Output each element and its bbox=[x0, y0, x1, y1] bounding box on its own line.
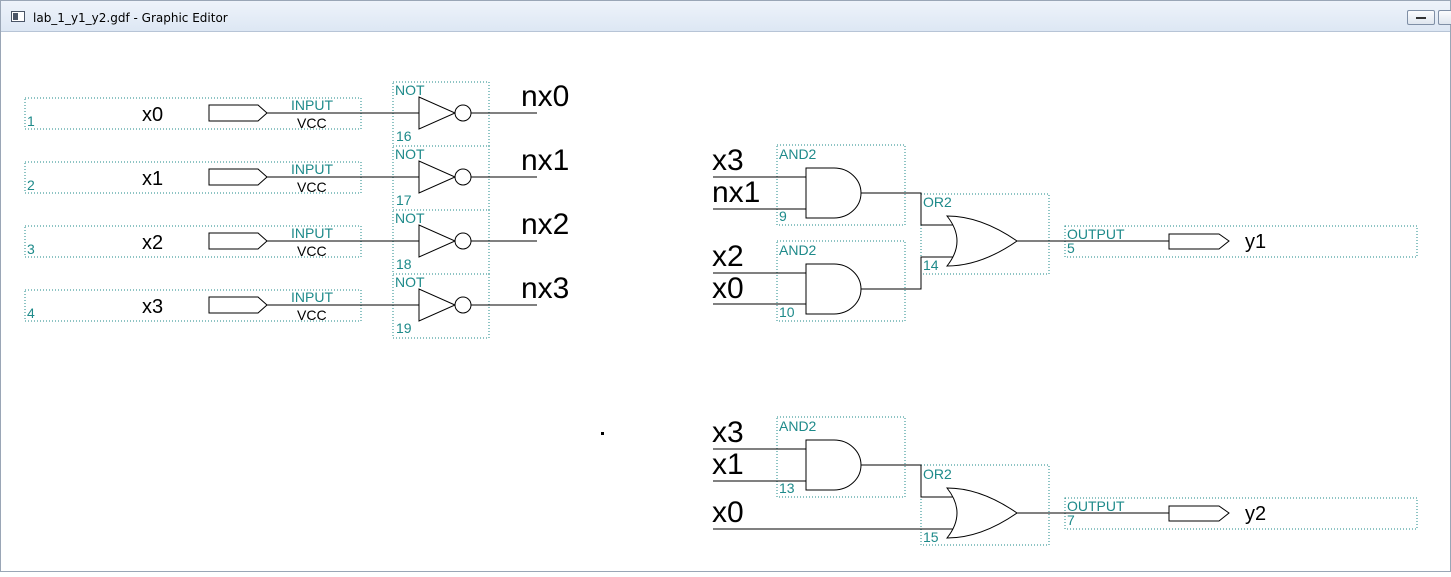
input-pin-icon[interactable] bbox=[208, 104, 268, 122]
or-gate-icon[interactable] bbox=[945, 487, 1018, 539]
not-type-label: NOT bbox=[395, 146, 425, 162]
and-type-label: AND2 bbox=[779, 418, 817, 434]
symbol-number: 7 bbox=[1067, 512, 1075, 528]
net-label[interactable]: x2 bbox=[712, 240, 744, 273]
not-gate-icon[interactable] bbox=[418, 96, 457, 130]
net-label[interactable]: x0 bbox=[712, 272, 744, 305]
not-gate-icon[interactable] bbox=[418, 224, 457, 258]
or-gate-icon[interactable] bbox=[945, 215, 1018, 267]
output-type-label: OUTPUT bbox=[1067, 498, 1125, 514]
net-label[interactable]: x1 bbox=[712, 448, 744, 481]
output-pin-name[interactable]: y2 bbox=[1245, 503, 1266, 525]
net-label[interactable]: nx3 bbox=[521, 272, 569, 305]
input-type-label: INPUT bbox=[291, 289, 333, 305]
symbol-number: 10 bbox=[779, 304, 795, 320]
input-pin-icon[interactable] bbox=[208, 232, 268, 250]
net-label[interactable]: nx2 bbox=[521, 208, 569, 241]
and-gate-icon[interactable] bbox=[805, 263, 862, 315]
input-pin-name[interactable]: x0 bbox=[142, 104, 163, 126]
net-label[interactable]: nx0 bbox=[521, 80, 569, 113]
net-label[interactable]: nx1 bbox=[521, 144, 569, 177]
and-gate-icon[interactable] bbox=[805, 439, 862, 491]
input-type-label: INPUT bbox=[291, 97, 333, 113]
input-pin-name[interactable]: x2 bbox=[142, 232, 163, 254]
symbol-number: 5 bbox=[1067, 240, 1075, 256]
input-pin-name[interactable]: x3 bbox=[142, 296, 163, 318]
symbol-number: 16 bbox=[396, 128, 412, 144]
output-pin-icon[interactable] bbox=[1168, 505, 1230, 522]
not-bubble-icon[interactable] bbox=[454, 296, 472, 314]
not-type-label: NOT bbox=[395, 82, 425, 98]
symbol-number: 15 bbox=[923, 529, 939, 545]
symbol-number: 2 bbox=[27, 177, 35, 193]
not-gate-frame[interactable] bbox=[392, 273, 490, 339]
symbol-number: 9 bbox=[779, 208, 787, 224]
input-type-label: INPUT bbox=[291, 225, 333, 241]
and-type-label: AND2 bbox=[779, 242, 817, 258]
or-type-label: OR2 bbox=[923, 466, 952, 482]
input-pin-icon[interactable] bbox=[208, 168, 268, 186]
symbol-number: 19 bbox=[396, 320, 412, 336]
net-label[interactable]: nx1 bbox=[712, 176, 760, 209]
and-gate-frame[interactable] bbox=[776, 240, 906, 322]
input-default-label: VCC bbox=[297, 243, 327, 259]
input-type-label: INPUT bbox=[291, 161, 333, 177]
not-type-label: NOT bbox=[395, 274, 425, 290]
and-gate-frame[interactable] bbox=[776, 144, 906, 226]
symbol-number: 13 bbox=[779, 480, 795, 496]
output-type-label: OUTPUT bbox=[1067, 226, 1125, 242]
title-bar[interactable]: lab_1_y1_y2.gdf - Graphic Editor bbox=[1, 1, 1451, 32]
output-pin-icon[interactable] bbox=[1168, 233, 1230, 250]
wire[interactable] bbox=[861, 464, 953, 498]
net-label[interactable]: x3 bbox=[712, 416, 744, 449]
not-bubble-icon[interactable] bbox=[454, 104, 472, 122]
input-default-label: VCC bbox=[297, 307, 327, 323]
symbol-number: 14 bbox=[923, 257, 939, 273]
input-default-label: VCC bbox=[297, 179, 327, 195]
net-label[interactable]: x3 bbox=[712, 144, 744, 177]
input-default-label: VCC bbox=[297, 115, 327, 131]
minimize-icon bbox=[1416, 17, 1426, 19]
window-title: lab_1_y1_y2.gdf - Graphic Editor bbox=[33, 11, 228, 25]
net-label[interactable]: x0 bbox=[712, 496, 744, 529]
symbol-number: 17 bbox=[396, 192, 412, 208]
schematic-canvas[interactable]: INPUT INPUT INPUT INPUT 1 2 3 4 NOT NOT … bbox=[1, 32, 1450, 572]
and-gate-icon[interactable] bbox=[805, 167, 862, 219]
wire[interactable] bbox=[861, 256, 953, 290]
and-gate-frame[interactable] bbox=[776, 416, 906, 498]
or-gate-frame[interactable] bbox=[920, 193, 1050, 275]
not-type-label: NOT bbox=[395, 210, 425, 226]
minimize-button[interactable] bbox=[1407, 10, 1435, 25]
maximize-button[interactable] bbox=[1438, 10, 1451, 25]
input-pin-icon[interactable] bbox=[208, 296, 268, 314]
not-gate-icon[interactable] bbox=[418, 288, 457, 322]
not-bubble-icon[interactable] bbox=[454, 232, 472, 250]
graphic-editor-icon[interactable] bbox=[11, 11, 25, 22]
or-gate-frame[interactable] bbox=[920, 464, 1050, 546]
symbol-number: 3 bbox=[27, 241, 35, 257]
wire[interactable] bbox=[861, 192, 953, 226]
not-bubble-icon[interactable] bbox=[454, 168, 472, 186]
not-gate-icon[interactable] bbox=[418, 160, 457, 194]
symbol-number: 4 bbox=[27, 305, 35, 321]
symbol-number: 18 bbox=[396, 256, 412, 272]
and-type-label: AND2 bbox=[779, 146, 817, 162]
schematic-svg[interactable]: INPUT INPUT INPUT INPUT 1 2 3 4 NOT NOT … bbox=[1, 32, 1450, 572]
input-pin-name[interactable]: x1 bbox=[142, 168, 163, 190]
or-type-label: OR2 bbox=[923, 194, 952, 210]
canvas-dot bbox=[601, 432, 604, 435]
output-pin-name[interactable]: y1 bbox=[1245, 231, 1266, 253]
symbol-number: 1 bbox=[27, 113, 35, 129]
